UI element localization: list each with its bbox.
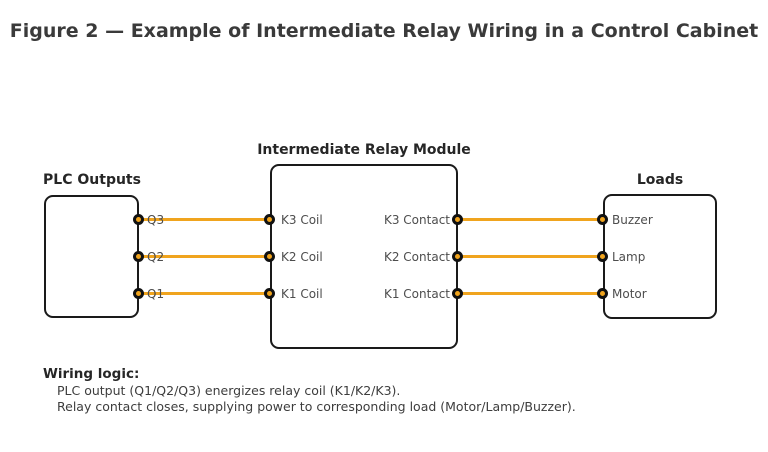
- plc-output-label-q3: Q3: [147, 213, 165, 227]
- relay-contact-label-k1: K1 Contact: [383, 287, 450, 301]
- wiring-logic-text: PLC output (Q1/Q2/Q3) energizes relay co…: [57, 383, 576, 414]
- wiring-logic-heading: Wiring logic:: [43, 366, 140, 382]
- wire-q1-to-k1-coil: [139, 292, 270, 295]
- relay-coil-label-k2: K2 Coil: [281, 250, 323, 264]
- load-label-motor: Motor: [612, 287, 647, 301]
- wire-q3-to-k3-coil: [139, 218, 270, 221]
- relay-coil-terminal-k1: [264, 288, 275, 299]
- wiring-logic-line-1: PLC output (Q1/Q2/Q3) energizes relay co…: [57, 383, 401, 398]
- relay-contact-terminal-k3: [452, 214, 463, 225]
- load-label-lamp: Lamp: [612, 250, 646, 264]
- relay-box-title: Intermediate Relay Module: [257, 142, 471, 158]
- relay-coil-terminal-k2: [264, 251, 275, 262]
- relay-contact-terminal-k1: [452, 288, 463, 299]
- plc-terminal-q2: [133, 251, 144, 262]
- relay-contact-label-k3: K3 Contact: [383, 213, 450, 227]
- wire-k2-contact-to-lamp: [458, 255, 603, 258]
- plc-output-label-q2: Q2: [147, 250, 165, 264]
- load-label-buzzer: Buzzer: [612, 213, 653, 227]
- plc-terminal-q1: [133, 288, 144, 299]
- relay-contact-terminal-k2: [452, 251, 463, 262]
- plc-box-title: PLC Outputs: [43, 172, 141, 188]
- wire-k1-contact-to-motor: [458, 292, 603, 295]
- wiring-logic-line-2: Relay contact closes, supplying power to…: [57, 398, 576, 414]
- plc-output-label-q1: Q1: [147, 287, 165, 301]
- wire-k3-contact-to-buzzer: [458, 218, 603, 221]
- relay-coil-label-k1: K1 Coil: [281, 287, 323, 301]
- loads-box-title: Loads: [636, 172, 684, 188]
- relay-coil-label-k3: K3 Coil: [281, 213, 323, 227]
- relay-module-box: [270, 164, 458, 349]
- plc-terminal-q3: [133, 214, 144, 225]
- relay-coil-terminal-k3: [264, 214, 275, 225]
- relay-contact-label-k2: K2 Contact: [383, 250, 450, 264]
- figure-title: Figure 2 — Example of Intermediate Relay…: [9, 20, 759, 42]
- wire-q2-to-k2-coil: [139, 255, 270, 258]
- load-terminal-motor: [597, 288, 608, 299]
- plc-outputs-box: [44, 195, 139, 318]
- load-terminal-buzzer: [597, 214, 608, 225]
- load-terminal-lamp: [597, 251, 608, 262]
